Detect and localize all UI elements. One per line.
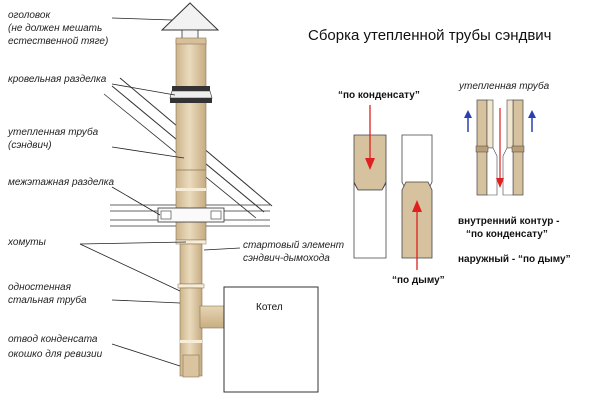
label-outer-contour: наружный - “по дыму”	[458, 254, 571, 265]
leader-lines	[79, 17, 241, 367]
label-cap-note2: естественной тяге)	[8, 36, 108, 47]
condensate-joint	[353, 105, 387, 259]
diagram-title: Сборка утепленной трубы сэндвич	[308, 27, 552, 44]
label-condensate-top: “по конденсату”	[338, 90, 420, 101]
label-start-element-note: сэндвич-дымохода	[243, 253, 330, 264]
chimney-cap	[160, 2, 220, 41]
label-cap: оголовок	[8, 10, 51, 21]
floor-pass-through	[157, 207, 225, 223]
label-revision: окошко для ревизии	[8, 349, 103, 360]
boiler-label: Котел	[256, 302, 283, 313]
condensate-drain	[182, 354, 200, 378]
insulated-pipe-detail	[464, 99, 536, 196]
roof-flashing	[169, 86, 213, 103]
label-clamps: хомуты	[7, 237, 47, 248]
smoke-joint	[401, 134, 433, 270]
label-inner-contour: внутренний контур -	[458, 216, 559, 227]
clamp-lower	[177, 283, 205, 289]
label-single-pipe-note: стальная труба	[8, 294, 87, 306]
label-roof-pass: кровельная разделка	[8, 74, 107, 85]
label-start-element: стартовый элемент	[243, 240, 344, 251]
label-floor-pass: межэтажная разделка	[8, 177, 115, 188]
boiler-connector	[199, 305, 227, 329]
label-insulated-detail: утепленная труба	[458, 80, 550, 92]
boiler	[223, 286, 319, 393]
label-insulated-pipe: утепленная труба	[7, 126, 99, 138]
label-single-pipe: одностенная	[8, 282, 72, 293]
label-insulated-pipe-note: (сэндвич)	[8, 140, 52, 151]
label-inner-contour-note: “по конденсату”	[466, 229, 548, 240]
start-element	[179, 243, 203, 285]
label-drain: отвод конденсата	[8, 334, 98, 345]
label-cap-note1: (не должен мешать	[8, 23, 102, 34]
label-smoke-bottom: “по дыму”	[392, 275, 445, 286]
